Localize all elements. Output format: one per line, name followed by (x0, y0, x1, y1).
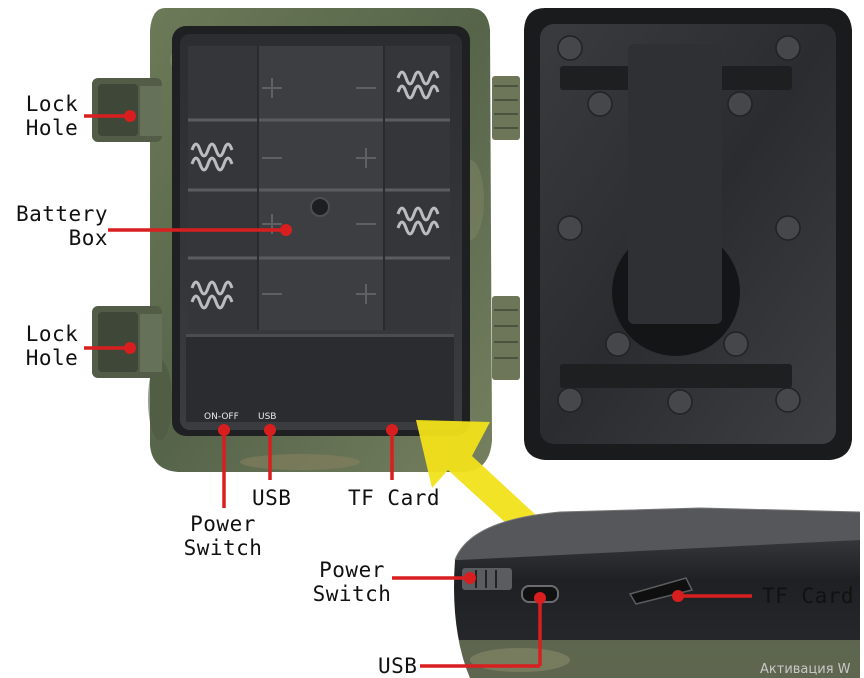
usb-silkscreen: USB (258, 412, 277, 422)
battery-box-label: Battery Box (15, 202, 108, 250)
hinge-bottom (492, 296, 520, 380)
tf-card-label: TF Card (348, 486, 441, 510)
lock-tab-bottom (92, 306, 162, 378)
foam-pad (628, 44, 722, 324)
pointers (84, 110, 752, 668)
on-off-silkscreen: ON-OFF (204, 412, 239, 422)
hinge-top (492, 76, 520, 140)
tf-card-zoom-label: TF Card (762, 584, 855, 608)
battery-box (188, 46, 450, 330)
lock-hole-bottom-label: Lock Hole (25, 322, 79, 370)
zoom-inset (454, 508, 860, 678)
power-switch-label: Power Switch (183, 512, 263, 560)
power-switch-zoom-label: Power Switch (312, 558, 392, 606)
usb-label: USB (252, 486, 292, 510)
port-area (186, 334, 454, 422)
camera-lid (524, 8, 852, 460)
lock-tab-top (92, 78, 162, 142)
watermark: Активация W (760, 662, 851, 677)
usb-zoom-label: USB (378, 654, 418, 678)
lock-hole-top-label: Lock Hole (25, 92, 79, 140)
tf-slot-zoom (628, 577, 694, 605)
